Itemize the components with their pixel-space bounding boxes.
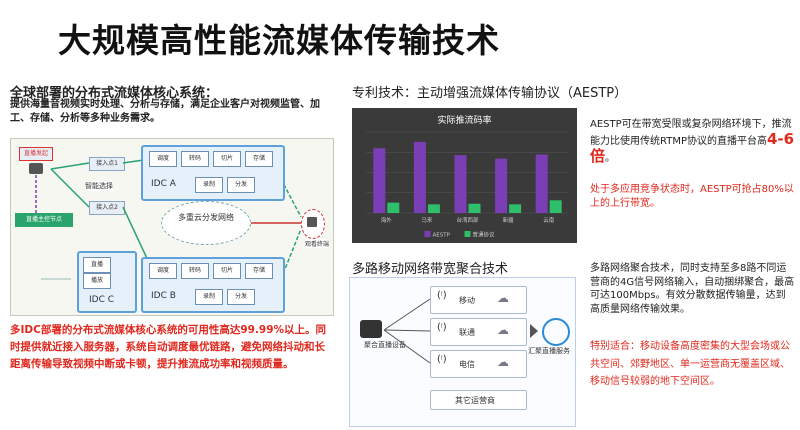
idc-c-cell: 直播 [83,257,111,273]
idc-c-cell: 播放 [83,273,111,289]
chart-bar [413,141,426,213]
chart-bar [427,204,440,213]
signal-icon: (ᵎ) [437,322,447,333]
carrier-label: 电信 [459,360,475,369]
patent-desc-suffix: 。 [605,153,616,164]
idc-b-cell: 切片 [213,263,241,279]
page-title: 大规模高性能流媒体传输技术 [58,21,500,60]
chart-bar [509,204,522,213]
left-heading: 全球部署的分布式流媒体核心系统： [10,86,219,101]
access-point-1: 接入点1 [89,157,125,171]
viewer-label: 观看终端 [305,239,330,248]
signal-icon: (ᵎ) [437,290,447,301]
chart-bar [468,203,481,213]
cdn-cloud: 多重云分发网络 [161,201,251,245]
carrier-label: 其它运营商 [455,396,495,405]
idc-c-label: IDC C [89,295,115,305]
idc-b-box: 调度 转码 切片 存储 录制 分发 IDC B [141,257,285,313]
idc-b-label: IDC B [151,291,176,301]
chart-bar [549,200,562,213]
chart-x-tick-label: 云南 [543,216,555,224]
idc-b-cell: 调度 [149,263,177,279]
patent-note: 处于多应用竞争状态时，AESTP可抢占80%以上的上行带宽。 [590,184,794,209]
patent-desc-text: AESTP可在带宽受限或复杂网络环境下，推流能力比使用传统RTMP协议的直播平台… [590,119,792,147]
idc-b-cell: 存储 [245,263,273,279]
idc-a-cell: 录制 [195,177,223,193]
chart-legend-label: AESTP [433,233,451,239]
chart-bar [535,154,548,213]
carrier-box-unicom: (ᵎ) 联通 ☁ [430,318,527,346]
chart-x-tick-label: 马来 [421,216,433,224]
architecture-diagram: 直播发起 直播主控节点 接入点1 接入点2 智能选择 调度 转码 切片 存储 录… [10,138,334,316]
idc-a-cell: 存储 [245,151,273,167]
carrier-box-mobile: (ᵎ) 移动 ☁ [430,286,527,314]
carrier-box-telecom: (ᵎ) 电信 ☁ [430,350,527,378]
patent-heading: 专利技术：主动增强流媒体传输协议（AESTP） [352,86,628,101]
cloud-icon: ☁ [497,291,509,305]
live-source-node: 直播发起 [19,147,53,161]
chart-legend-swatch [464,231,471,237]
aggregation-note: 特别适合：移动设备高度密集的大型会场或公共空间、郊野地区、单一运营商无覆盖区域、… [590,341,790,387]
relay-node: 直播主控节点 [15,213,73,227]
server-globe-icon [542,318,570,346]
aggregation-heading: 多路移动网络带宽聚合技术 [352,262,509,277]
carrier-label: 移动 [459,296,475,305]
chart-legend-label: 普通协议 [473,231,496,239]
viewer-endpoint [301,209,325,239]
signal-icon: (ᵎ) [437,354,447,365]
aggregation-device-label: 聚合直播设备 [364,341,406,349]
monitor-icon [307,217,317,227]
aggregation-server-label: 汇聚直播服务 [528,347,570,355]
chart-x-tick-label: 新疆 [503,216,515,224]
camera-icon [29,163,43,174]
idc-a-label: IDC A [151,179,176,189]
chart-x-tick-label: 海外 [381,216,393,224]
idc-b-cell: 转码 [181,263,209,279]
idc-a-cell: 转码 [181,151,209,167]
left-description: 提供海量音视频实时处理、分析与存储，满足企业客户对视频监管、加工、存储、分析等多… [10,99,320,124]
aggregation-lines [383,298,538,364]
idc-a-cell: 分发 [227,177,255,193]
left-footer-text: 多IDC部署的分布式流媒体核心系统的可用性高达99.99%以上。同时提供就近接入… [10,324,327,370]
camera-icon [360,320,382,338]
cloud-icon: ☁ [497,323,509,337]
chart-bar [387,202,400,213]
idc-a-cell: 调度 [149,151,177,167]
idc-a-box: 调度 转码 切片 存储 录制 分发 IDC A [141,145,285,201]
idc-a-cell: 切片 [213,151,241,167]
chart-bar [495,158,508,213]
chart-bar [373,148,386,213]
chart-bar [454,155,467,213]
chart-title: 实际推流码率 [437,114,491,126]
patent-description: AESTP可在带宽受限或复杂网络环境下，推流能力比使用传统RTMP协议的直播平台… [590,118,795,166]
aggregation-diagram: 聚合直播设备 (ᵎ) 移动 ☁ (ᵎ) 联通 ☁ (ᵎ) 电信 ☁ 其它运营商 … [349,277,576,427]
patent-highlight: 4-6倍 [590,130,795,165]
smart-select-label: 智能选择 [85,181,113,191]
cloud-icon: ☁ [497,355,509,369]
aggregation-description: 多路网络聚合技术，同时支持至多8路不同运营商的4G信号网络输入，自动捆绑聚合，最… [590,263,795,315]
chart-x-tick-label: 台湾西部 [456,216,479,224]
carrier-box-other: 其它运营商 [430,390,527,410]
chart-legend-swatch [424,231,431,237]
idc-b-cell: 录制 [195,289,223,305]
idc-c-box: 直播 播放 IDC C [77,251,137,313]
idc-b-cell: 分发 [227,289,255,305]
access-point-2: 接入点2 [89,201,125,215]
carrier-label: 联通 [459,328,475,337]
